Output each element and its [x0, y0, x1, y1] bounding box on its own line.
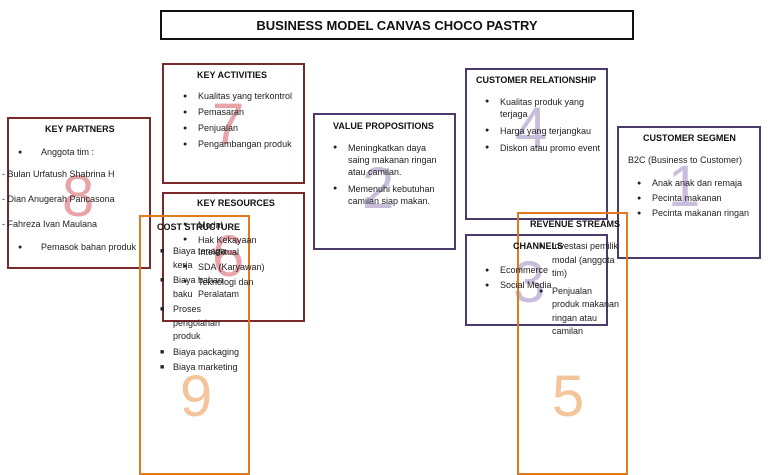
customer-relationship-list: Kualitas produk yang terjaga Harga yang …	[480, 96, 604, 154]
customer-relationship-heading: CUSTOMER RELATIONSHIP	[476, 75, 597, 85]
customer-segment-item: Pecinta makanan ringan	[632, 206, 756, 221]
revenue-item: Investasi pemilik modal (anggota tim)	[534, 240, 622, 281]
canvas-title: BUSINESS MODEL CANVAS CHOCO PASTRY	[160, 10, 634, 40]
cost-item: Proses pengolahan produk	[155, 303, 245, 344]
customer-segment-item: Pecinta makanan	[632, 191, 756, 206]
channel-item: Ecommerce	[480, 263, 570, 278]
key-partners-supplier: Pemasok bahan produk	[13, 240, 147, 255]
cost-structure-heading: COST STRUCTURE	[157, 222, 240, 232]
value-propositions-box	[313, 113, 456, 250]
customer-segment-heading: CUSTOMER SEGMEN	[643, 133, 736, 143]
key-resource-item: Modal	[178, 219, 288, 231]
cost-item: Biaya tenaga kerja	[155, 245, 245, 272]
value-propositions-heading: VALUE PROPOSITIONS	[333, 121, 434, 131]
key-activities-heading: KEY ACTIVITIES	[197, 70, 268, 80]
key-activity-item: Pemasaran	[178, 106, 296, 119]
cost-structure-number: 9	[180, 364, 213, 429]
revenue-item: Penjualan produk makanan ringan atau cam…	[534, 285, 622, 339]
key-activities-box	[162, 63, 305, 184]
key-resources-heading: KEY RESOURCES	[197, 198, 275, 208]
customer-relationship-box	[465, 68, 608, 220]
key-partners-box	[7, 117, 151, 269]
revenue-streams-list: Investasi pemilik modal (anggota tim) Pe…	[534, 240, 622, 339]
customer-segment-intro: B2C (Business to Customer)	[628, 155, 743, 165]
cost-item: Biaya bahan baku	[155, 274, 245, 301]
customer-relationship-item: Kualitas produk yang terjaga	[480, 96, 604, 120]
customer-relationship-item: Harga yang terjangkau	[480, 125, 604, 137]
customer-segment-box	[617, 126, 761, 259]
key-activity-item: Kualitas yang terkontrol	[178, 90, 296, 103]
channels-list: Ecommerce Social Media	[480, 263, 570, 293]
key-partners-member: - Fahreza Ivan Maulana	[2, 219, 98, 229]
cost-structure-list: Biaya tenaga kerja Biaya bahan baku Pros…	[155, 245, 245, 375]
key-partners-heading: KEY PARTNERS	[45, 124, 115, 134]
cost-item: Biaya packaging	[155, 346, 245, 360]
key-partners-number: 8	[62, 164, 95, 229]
value-propositions-list: Meningkatkan daya saing makanan ringan a…	[328, 142, 450, 207]
cost-item: Biaya marketing	[155, 361, 245, 375]
revenue-streams-number: 5	[552, 364, 585, 429]
key-partners-intro: Anggota tim :	[13, 145, 147, 160]
revenue-streams-heading: REVENUE STREAMS	[530, 219, 621, 229]
key-partners-content: Anggota tim : - Bulan Urfatush Shabrina …	[2, 145, 147, 255]
key-activity-item: Pengambangan produk	[178, 138, 296, 151]
key-activity-item: Penjualan	[178, 122, 296, 135]
key-activities-list: Kualitas yang terkontrol Pemasaran Penju…	[178, 90, 296, 151]
customer-segment-item: Anak anak dan remaja	[632, 176, 756, 191]
value-proposition-item: Memenuhi kebutuhan camilan siap makan.	[328, 183, 450, 207]
value-proposition-item: Meningkatkan daya saing makanan ringan a…	[328, 142, 450, 178]
customer-segment-list: Anak anak dan remaja Pecinta makanan Pec…	[632, 176, 756, 221]
customer-relationship-item: Diskon atau promo event	[480, 142, 604, 154]
channel-item: Social Media	[480, 278, 570, 293]
key-partners-member: - Bulan Urfatush Shabrina H	[2, 169, 115, 179]
key-partners-member: - Dian Anugerah Pancasona	[2, 194, 115, 204]
